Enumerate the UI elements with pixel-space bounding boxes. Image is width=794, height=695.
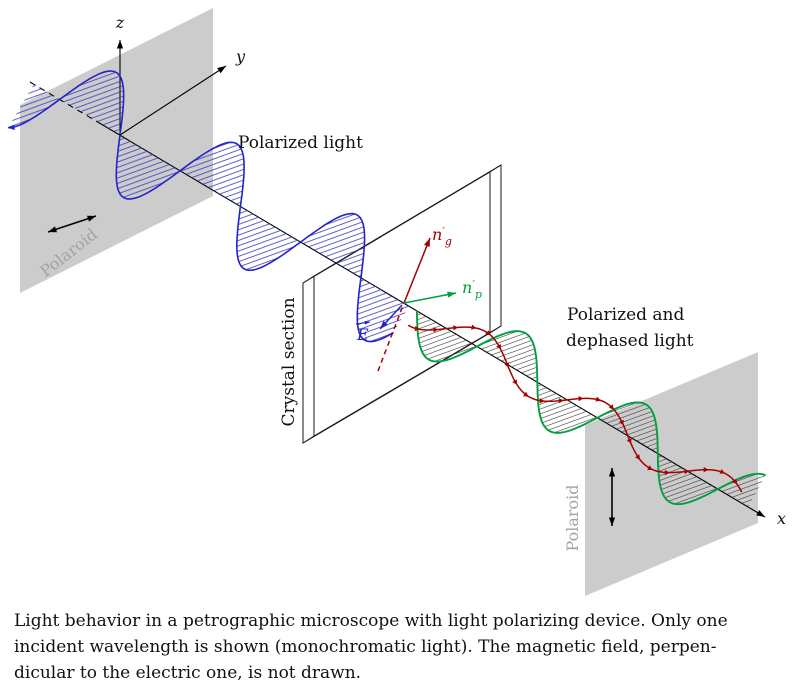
- ng-vector: [403, 237, 431, 304]
- arrowhead: [684, 468, 690, 475]
- y-axis: [119, 65, 227, 136]
- waves: [8, 70, 766, 507]
- arrowhead: [558, 398, 564, 404]
- e-field-label: E: [356, 325, 369, 344]
- arrowheads: [48, 40, 765, 526]
- arrowhead: [48, 226, 57, 233]
- green-wave-hatch: [416, 310, 766, 507]
- arrowhead: [539, 398, 545, 404]
- ng-axis-dashed-extension: [377, 302, 405, 372]
- arrowhead: [523, 391, 529, 397]
- dephased-light-label-line1: Polarized and: [567, 305, 685, 325]
- polaroid-left: Polaroid: [20, 8, 213, 293]
- caption-line-3: dicular to the electric one, is not draw…: [14, 663, 362, 683]
- y-axis-label: y: [235, 47, 246, 66]
- np-label: n′p: [462, 278, 482, 301]
- incident-wave-hatch: [8, 71, 124, 135]
- caption-line-1: Light behavior in a petrographic microsc…: [14, 611, 728, 631]
- crystal-section: [302, 164, 502, 444]
- np-label-base: n: [462, 278, 472, 297]
- diagram-canvas: Polaroid Polaroid Crystal section z y x: [8, 8, 786, 596]
- polarizer-axis-double-arrow: [47, 215, 97, 233]
- caption-line-2: incident wavelength is shown (monochroma…: [14, 637, 717, 657]
- np-vector: [403, 292, 457, 304]
- arrowhead: [433, 327, 439, 333]
- arrowhead: [496, 344, 501, 350]
- arrowhead: [595, 396, 601, 402]
- arrowhead: [504, 362, 510, 368]
- crystal-edge: [489, 164, 502, 173]
- arrowhead: [703, 467, 709, 473]
- arrowhead: [756, 510, 765, 517]
- arrowhead: [414, 325, 420, 332]
- polaroid-right-label: Polaroid: [563, 484, 582, 551]
- arrowhead: [608, 468, 616, 477]
- polaroid-left-plane: [20, 8, 213, 293]
- arrowhead: [424, 238, 430, 247]
- arrowhead: [578, 396, 584, 402]
- polarized-wave: [115, 134, 394, 343]
- caption: Light behavior in a petrographic microsc…: [14, 608, 784, 686]
- arrowhead: [471, 324, 477, 330]
- incident-wave: [8, 70, 125, 133]
- refraction-vectors: n′g n′p E: [355, 225, 482, 372]
- arrowhead: [618, 419, 624, 426]
- crystal-back-face: [313, 164, 502, 437]
- arrowhead: [364, 320, 370, 325]
- arrowhead: [719, 469, 725, 474]
- ng-label-base: n: [432, 225, 442, 244]
- np-label-sub: p: [475, 288, 482, 301]
- crystal-edge: [302, 275, 315, 284]
- arrowhead: [453, 325, 459, 331]
- arrowhead: [485, 330, 491, 336]
- arrowhead: [608, 517, 616, 526]
- arrowhead: [217, 66, 226, 74]
- arrowhead: [447, 291, 456, 298]
- polarized-light-label: Polarized light: [238, 133, 363, 153]
- arrowhead: [635, 454, 641, 460]
- x-axis-label: x: [777, 509, 786, 528]
- ng-label: n′g: [432, 225, 452, 248]
- crystal-edge: [302, 435, 315, 444]
- arrowhead: [8, 124, 15, 131]
- crystal-edge: [489, 325, 502, 334]
- annotations: Polarized light Polarized and dephased l…: [238, 133, 694, 351]
- arrowhead: [380, 320, 388, 329]
- arrowhead: [647, 465, 653, 471]
- ng-label-sub: g: [445, 235, 452, 248]
- arrowhead: [664, 469, 670, 476]
- polarized-wave-hatch: [116, 135, 410, 342]
- arrowhead: [116, 40, 124, 49]
- arrowhead: [87, 215, 96, 222]
- arrowhead: [512, 379, 518, 385]
- crystal-section-label: Crystal section: [279, 297, 299, 426]
- arrowhead: [626, 438, 632, 444]
- dephased-light-label-line2: dephased light: [566, 331, 694, 351]
- arrowhead: [732, 478, 738, 485]
- np-label-prime: ′: [472, 278, 475, 291]
- ng-label-prime: ′: [442, 225, 445, 238]
- arrowhead: [608, 404, 614, 410]
- green-dephased-wave: [415, 310, 766, 506]
- z-axis-label: z: [115, 13, 125, 32]
